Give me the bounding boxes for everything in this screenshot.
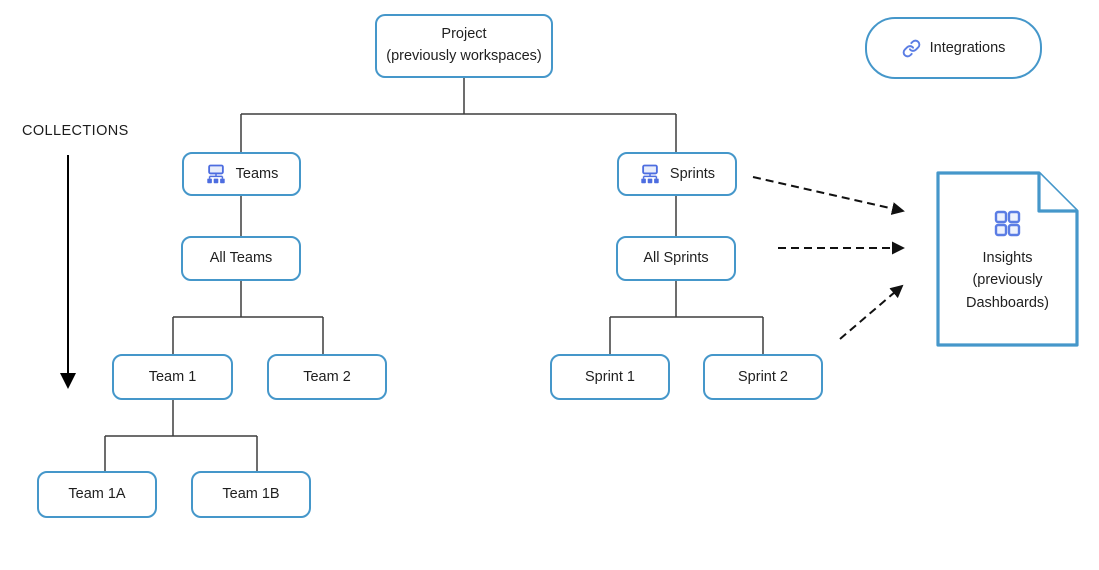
node-sprints: Sprints [617,152,737,196]
node-all-sprints: All Sprints [616,236,736,281]
sprint-1-label: Sprint 1 [585,368,635,385]
team-2-label: Team 2 [303,368,351,385]
dashed-arrows [752,176,905,340]
node-team-1b: Team 1B [191,471,311,518]
integrations-label: Integrations [929,39,1006,56]
insights-label: Insights [982,249,1033,266]
sprint-2-label: Sprint 2 [738,368,788,385]
node-team-2: Team 2 [267,354,387,400]
tree-connectors [104,78,764,471]
node-team-1a: Team 1A [37,471,157,518]
insights-sublabel: (previously Dashboards) [965,272,1049,311]
document-shape [936,171,1079,347]
team-1-label: Team 1 [148,368,197,385]
team-1a-label: Team 1A [68,486,126,503]
node-teams: Teams [182,152,301,196]
teams-label: Teams [235,165,279,182]
node-sprint-1: Sprint 1 [550,354,670,400]
node-insights: Insights (previously Dashboards) [935,170,1080,348]
node-sprint-2: Sprint 2 [703,354,823,400]
project-label: Project [441,26,487,43]
node-team-1: Team 1 [112,354,233,400]
arrow-sprints-to-insights [752,176,905,215]
node-project: Project (previously workspaces) [375,14,553,78]
collections-label: COLLECTIONS [22,123,129,139]
all-teams-label: All Teams [209,250,273,267]
node-integrations: Integrations [865,17,1042,79]
org-chart-icon [639,164,661,185]
all-sprints-label: All Sprints [643,250,709,267]
sprints-label: Sprints [669,165,716,182]
team-1b-label: Team 1B [222,486,280,503]
org-chart-icon [205,164,227,185]
project-sublabel: (previously workspaces) [386,48,542,64]
node-all-teams: All Teams [181,236,301,281]
link-icon [902,39,921,58]
grid-icon [994,210,1021,237]
arrow-sprint2-to-insights [839,284,904,340]
